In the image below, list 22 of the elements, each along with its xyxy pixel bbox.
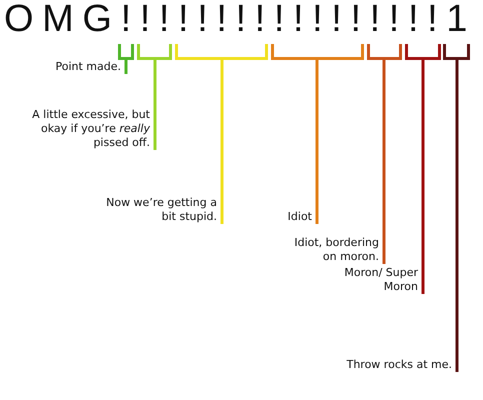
bracket <box>118 44 134 60</box>
annotation-text: Now we’re getting a bit stupid. <box>92 196 217 224</box>
annotation-text: Idiot <box>272 210 312 224</box>
bracket <box>175 44 268 60</box>
annotation-text: Point made. <box>41 60 121 74</box>
leader-line <box>124 58 128 74</box>
annotation-text: Moron/ Super Moron <box>338 266 418 294</box>
leader-line <box>154 58 156 150</box>
leader-line <box>382 58 386 264</box>
bracket <box>136 44 172 60</box>
bracket <box>443 44 470 60</box>
bracket <box>270 44 364 60</box>
annotation-text: Idiot, bordering on moron. <box>289 236 379 264</box>
title: OMG!!!!!!!!!!!!!!!!!1 <box>4 0 476 41</box>
leader-line <box>422 58 424 294</box>
bracket <box>404 44 441 60</box>
leader-line <box>456 58 458 372</box>
annotation-text: Throw rocks at me. <box>327 358 452 372</box>
annotation-text: A little excessive, but okay if you’re really pissed off. <box>10 108 150 150</box>
leader-line <box>316 58 318 224</box>
bracket <box>366 44 402 60</box>
leader-line <box>220 58 224 224</box>
